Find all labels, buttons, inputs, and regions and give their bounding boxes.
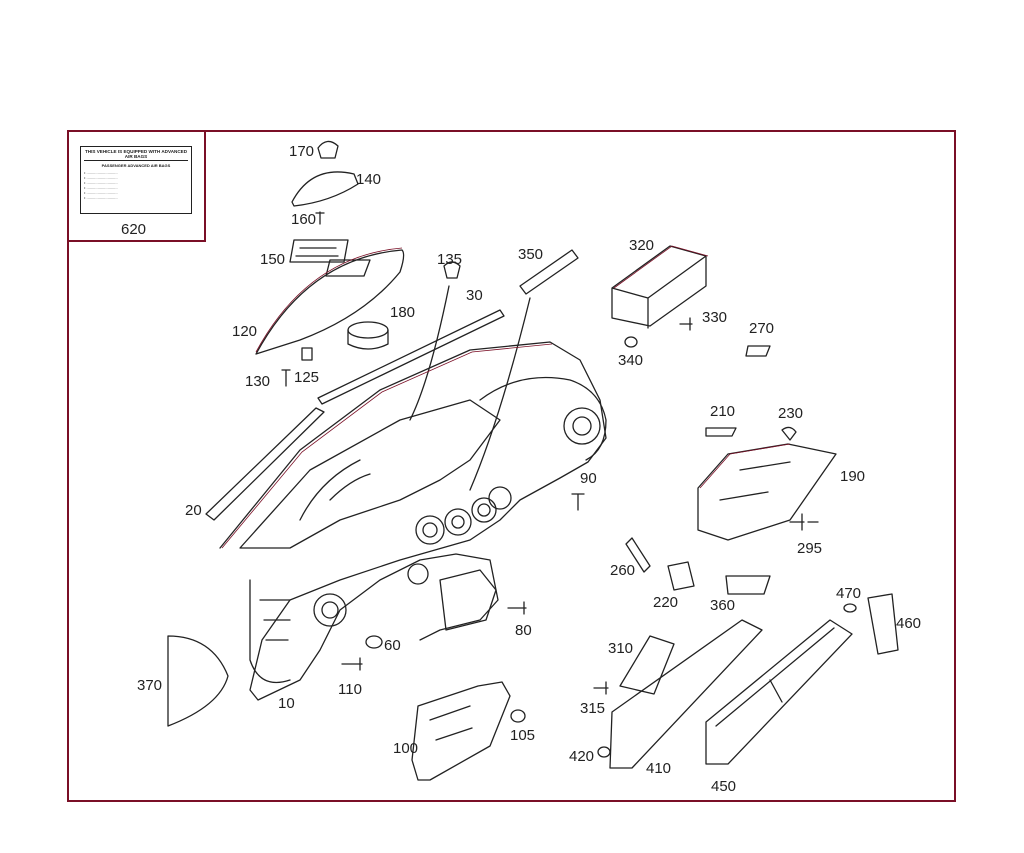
callout-80: 80 <box>515 622 532 639</box>
part-150-bracket <box>289 239 349 263</box>
callout-470: 470 <box>836 585 862 602</box>
part-180-ring <box>347 321 389 339</box>
airbag-label-line: • ............................ <box>84 185 118 190</box>
callout-190: 190 <box>840 468 866 485</box>
callout-450: 450 <box>711 778 737 795</box>
callout-350: 350 <box>518 246 544 263</box>
part-340-nut <box>624 336 638 348</box>
callout-210: 210 <box>710 403 736 420</box>
airbag-label-line: • ............................ <box>84 175 118 180</box>
callout-120: 120 <box>232 323 258 340</box>
part-160-screw <box>315 211 325 225</box>
part-90-screw <box>571 493 585 511</box>
airbag-warning-label: THIS VEHICLE IS EQUIPPED WITH ADVANCED A… <box>80 146 192 214</box>
callout-130: 130 <box>245 373 271 390</box>
part-105-nut <box>510 709 526 723</box>
part-120-trim-panel <box>255 249 405 355</box>
callout-620: 620 <box>121 221 147 238</box>
callout-110: 110 <box>338 681 362 698</box>
airbag-label-subheading: PASSENGER ADVANCED AIR BAGS <box>101 163 171 168</box>
part-270-button <box>745 345 771 357</box>
airbag-label-line: • ............................ <box>84 195 118 200</box>
callout-315: 315 <box>580 700 606 717</box>
part-125-clip <box>301 347 313 361</box>
callout-360: 360 <box>710 597 736 614</box>
callout-295: 295 <box>797 540 823 557</box>
callout-170: 170 <box>289 143 315 160</box>
part-140-cover <box>291 171 359 207</box>
callout-135: 135 <box>437 251 463 268</box>
part-60-nut <box>365 635 383 649</box>
callout-105: 105 <box>510 727 536 744</box>
callout-270: 270 <box>749 320 775 337</box>
part-420-clip <box>597 746 611 758</box>
part-30-strip <box>317 309 505 405</box>
callout-20: 20 <box>185 502 202 519</box>
part-10-dashboard <box>219 341 607 701</box>
part-320-airbag <box>611 245 707 329</box>
part-110-screw <box>341 657 363 671</box>
callout-150: 150 <box>260 251 286 268</box>
callout-100: 100 <box>393 740 419 757</box>
callout-10: 10 <box>278 695 295 712</box>
part-135-clip <box>443 261 461 279</box>
part-190-glovebox <box>697 443 837 541</box>
part-370-side-cover <box>167 635 229 727</box>
airbag-label-line: • ............................ <box>84 190 118 195</box>
airbag-label-line: • ............................ <box>84 180 118 185</box>
callout-140: 140 <box>356 171 382 188</box>
callout-125: 125 <box>294 369 320 386</box>
callout-420: 420 <box>569 748 595 765</box>
callout-310: 310 <box>608 640 634 657</box>
part-295-bolt <box>789 513 819 531</box>
part-170-clip <box>317 140 339 159</box>
callout-90: 90 <box>580 470 597 487</box>
part-460-panel <box>867 593 899 655</box>
callout-260: 260 <box>610 562 636 579</box>
part-220-switch <box>667 561 695 591</box>
part-230-clip <box>781 426 797 441</box>
callout-320: 320 <box>629 237 655 254</box>
part-20-strip <box>205 407 325 521</box>
part-470-clip <box>843 603 857 613</box>
callout-30: 30 <box>466 287 483 304</box>
callout-460: 460 <box>896 615 922 632</box>
diagram-frame <box>67 130 956 802</box>
label-inset-box <box>67 130 206 242</box>
callout-230: 230 <box>778 405 804 422</box>
part-410-frame <box>609 619 763 769</box>
part-450-door-panel <box>705 619 853 765</box>
callout-160: 160 <box>291 211 317 228</box>
callout-220: 220 <box>653 594 679 611</box>
part-315-screw <box>593 681 609 695</box>
callout-60: 60 <box>384 637 401 654</box>
part-130-screw <box>281 369 291 387</box>
callout-180: 180 <box>390 304 416 321</box>
part-330-screw <box>679 317 693 331</box>
part-350-grille <box>519 249 579 295</box>
part-310-bracket <box>619 635 675 695</box>
part-80-screw <box>507 601 527 615</box>
part-260-sensor <box>625 537 651 573</box>
callout-370: 370 <box>137 677 163 694</box>
part-100-bracket <box>411 681 511 781</box>
airbag-label-line: • ............................ <box>84 170 118 175</box>
callout-330: 330 <box>702 309 728 326</box>
callout-410: 410 <box>646 760 672 777</box>
callout-340: 340 <box>618 352 644 369</box>
airbag-label-heading: THIS VEHICLE IS EQUIPPED WITH ADVANCED A… <box>84 149 188 161</box>
part-210-cover <box>705 427 737 437</box>
part-360-latch <box>725 575 771 595</box>
